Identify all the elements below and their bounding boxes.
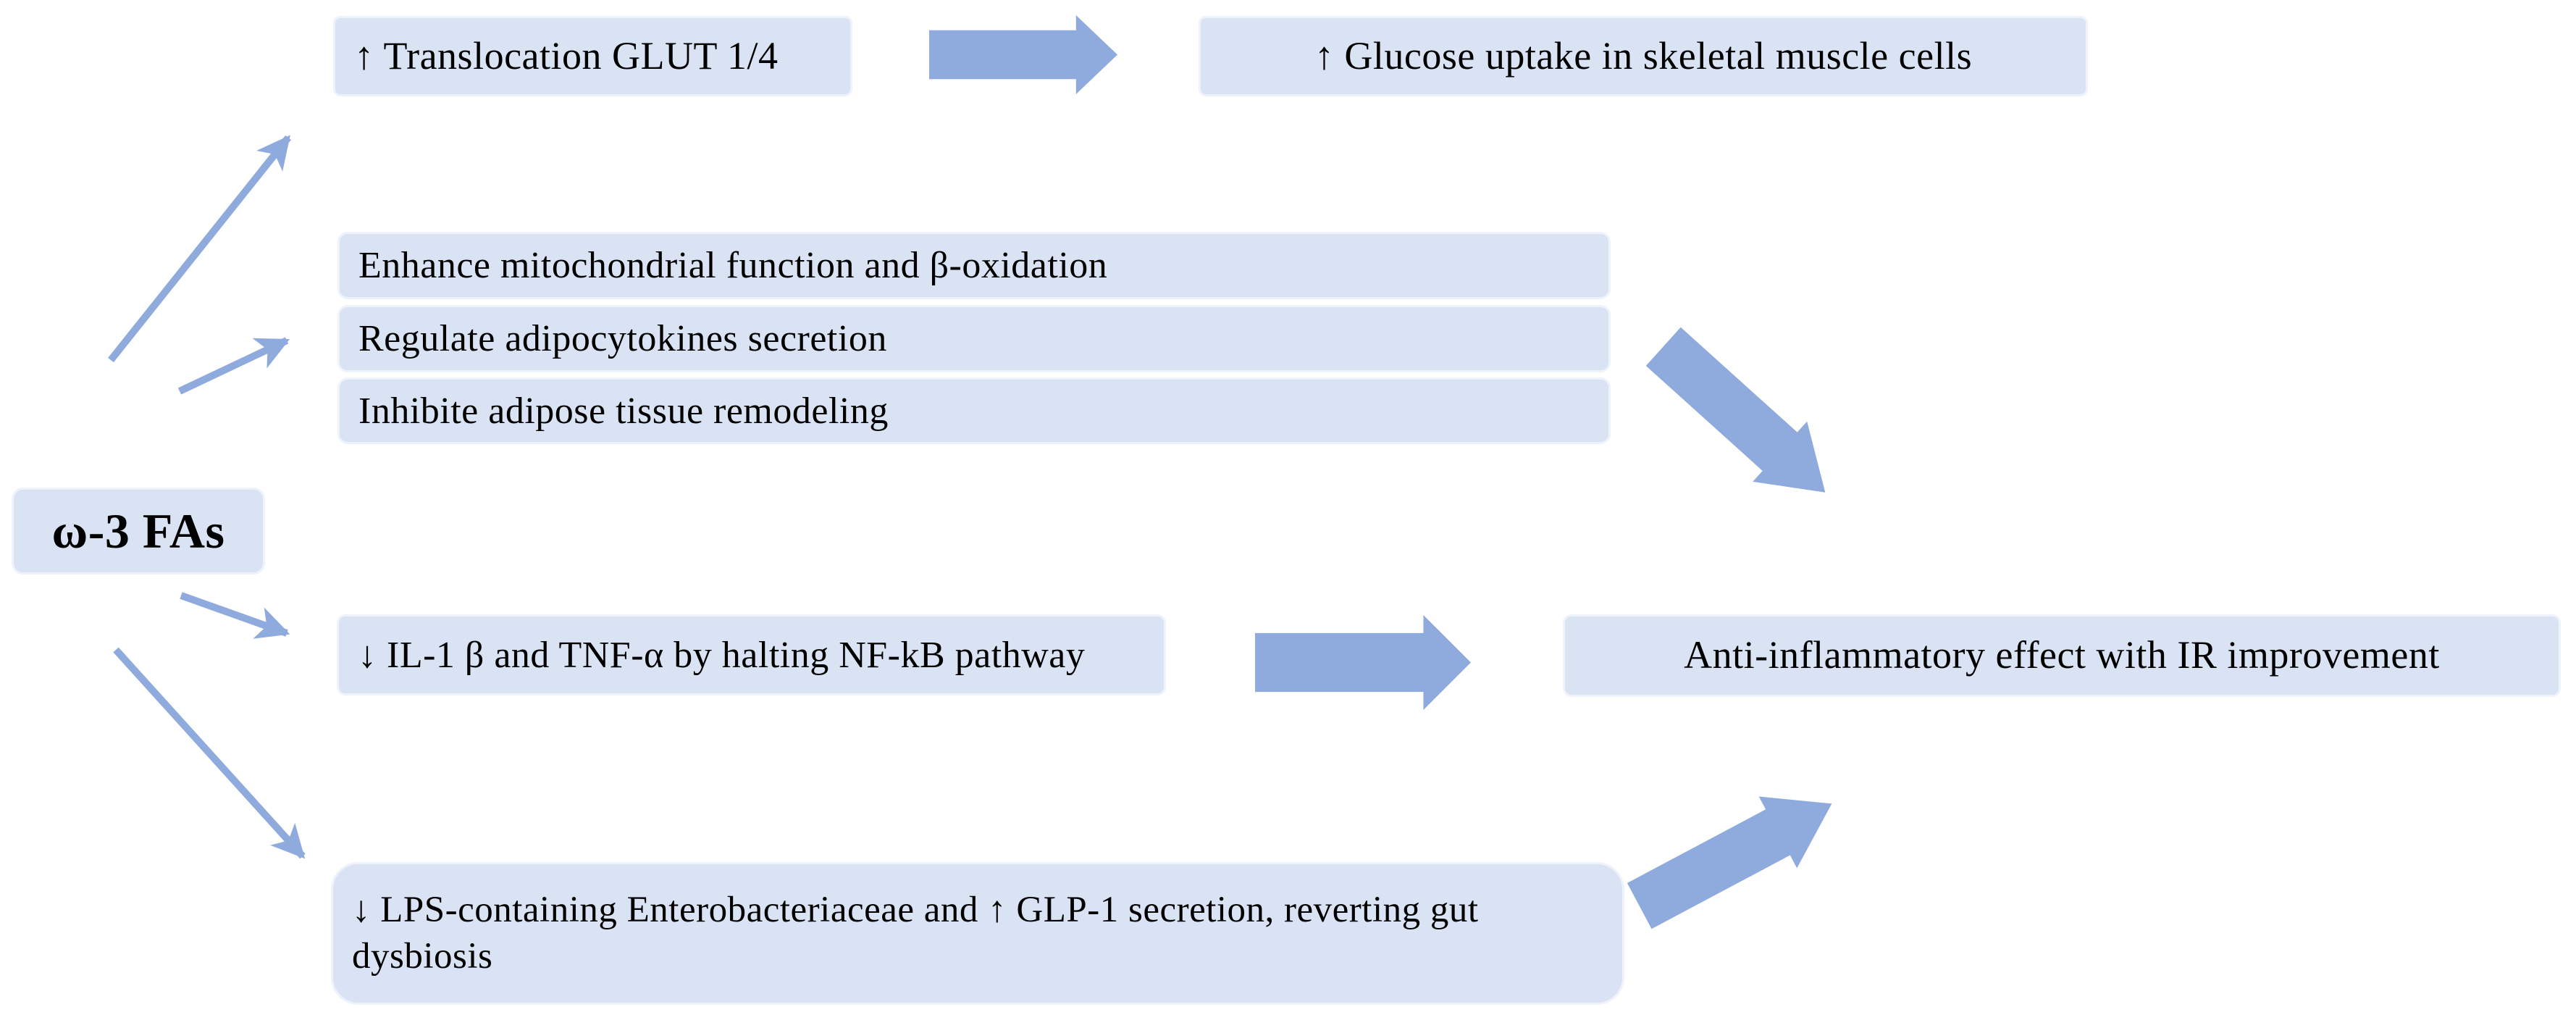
node-lps-glp1-label: ↓ LPS-containing Enterobacteriaceae and …	[352, 889, 1479, 977]
node-adipose-remodeling-label: Inhibite adipose tissue remodeling	[358, 390, 889, 432]
node-adipocytokines-secretion: Regulate adipocytokines secretion	[337, 305, 1611, 372]
node-anti-inflammatory-label: Anti-inflammatory effect with IR improve…	[1684, 633, 2440, 677]
node-il1-tnf-label: ↓ IL-1 β and TNF-α by halting NF-kB path…	[358, 634, 1086, 676]
arrow-source-to-il1	[180, 592, 290, 639]
arrow-source-to-stacked-boxes	[177, 337, 290, 395]
node-lps-glp1: ↓ LPS-containing Enterobacteriaceae and …	[331, 862, 1624, 1005]
node-translocation-glut: ↑ Translocation GLUT 1/4	[333, 16, 852, 96]
node-glucose-uptake-label: ↑ Glucose uptake in skeletal muscle cell…	[1314, 33, 1973, 78]
node-omega3-fas-label: ω-3 FAs	[51, 503, 225, 559]
arrow-lps-to-anti-inflammatory	[1620, 768, 1850, 942]
node-mitochondrial-function-label: Enhance mitochondrial function and β-oxi…	[358, 245, 1108, 286]
arrow-stacked-to-anti-inflammatory	[1636, 317, 1853, 523]
arrow-source-to-translocation	[108, 135, 291, 363]
arrow-il1-to-anti-inflammatory	[1255, 615, 1471, 710]
node-adipocytokines-secretion-label: Regulate adipocytokines secretion	[358, 318, 887, 359]
arrow-translocation-to-glucose	[929, 15, 1117, 94]
node-omega3-fas: ω-3 FAs	[12, 488, 265, 574]
node-glucose-uptake: ↑ Glucose uptake in skeletal muscle cell…	[1199, 16, 2088, 96]
node-adipose-remodeling: Inhibite adipose tissue remodeling	[337, 377, 1611, 444]
arrow-source-to-lps	[113, 647, 306, 859]
node-il1-tnf: ↓ IL-1 β and TNF-α by halting NF-kB path…	[337, 614, 1166, 695]
node-anti-inflammatory: Anti-inflammatory effect with IR improve…	[1563, 614, 2561, 697]
node-translocation-glut-label: ↑ Translocation GLUT 1/4	[354, 33, 779, 78]
node-mitochondrial-function: Enhance mitochondrial function and β-oxi…	[337, 232, 1611, 299]
